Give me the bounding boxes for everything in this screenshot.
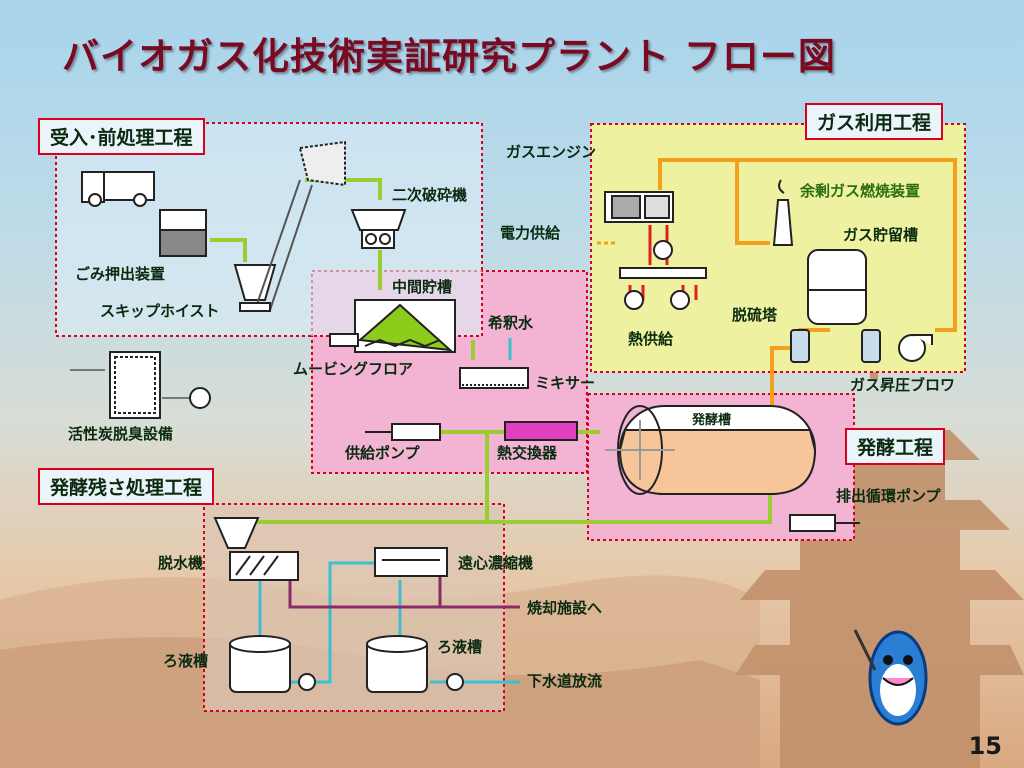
label-gas-blower: ガス昇圧ブロワ bbox=[850, 376, 956, 394]
fermenter-icon bbox=[605, 405, 817, 495]
label-secondary-crusher: 二次破砕機 bbox=[392, 186, 468, 204]
label-discharge-pump: 排出循環ポンプ bbox=[836, 487, 941, 505]
label-desulfurizer: 脱硫塔 bbox=[732, 306, 778, 324]
section-header-gas-use: ガス利用工程 bbox=[805, 103, 944, 140]
label-filtrate-tank-2: ろ液槽 bbox=[437, 638, 483, 656]
discharge-pump-icon bbox=[789, 514, 860, 532]
mascot-icon bbox=[853, 629, 928, 726]
garbage-truck-icon bbox=[81, 171, 155, 207]
label-sewer-discharge: 下水道放流 bbox=[527, 672, 603, 690]
label-heat-exchanger: 熱交換器 bbox=[497, 444, 558, 462]
label-intermediate-tank: 中間貯槽 bbox=[392, 278, 453, 296]
dehydrator-icon bbox=[213, 517, 299, 581]
label-carbon-deodorizer: 活性炭脱臭設備 bbox=[68, 425, 174, 443]
label-filtrate-tank-1: ろ液槽 bbox=[163, 652, 209, 670]
label-skip-hoist: スキップホイスト bbox=[100, 302, 220, 320]
flare-stack-icon bbox=[772, 179, 794, 246]
label-power-supply: 電力供給 bbox=[500, 224, 561, 242]
label-mixer: ミキサー bbox=[535, 374, 596, 392]
label-dehydrator: 脱水機 bbox=[158, 554, 204, 572]
filtrate-tank-icon bbox=[229, 635, 464, 693]
label-centrifuge-thickener: 遠心濃縮機 bbox=[458, 554, 534, 572]
gas-engine-icon bbox=[604, 191, 707, 310]
intermediate-tank-icon bbox=[329, 299, 456, 353]
gas-holder-icon bbox=[807, 249, 867, 325]
feed-pump-icon bbox=[365, 423, 441, 441]
page-number: 15 bbox=[968, 732, 1002, 760]
label-heat-supply: 熱供給 bbox=[628, 330, 674, 348]
page-title: バイオガス化技術実証研究プラント フロー図 bbox=[62, 35, 836, 78]
skip-hoist-icon bbox=[233, 140, 346, 312]
mixer-icon bbox=[459, 338, 529, 389]
label-to-incinerator: 焼却施設へ bbox=[527, 599, 603, 617]
section-header-residue: 発酵残さ処理工程 bbox=[38, 468, 215, 505]
label-waste-pusher: ごみ押出装置 bbox=[75, 265, 166, 283]
label-dilution-water: 希釈水 bbox=[488, 314, 534, 332]
label-gas-engine: ガスエンジン bbox=[506, 143, 597, 161]
gas-blower-icon bbox=[898, 334, 933, 362]
label-moving-floor: ムービングフロア bbox=[293, 360, 414, 378]
heat-exchanger-icon bbox=[504, 421, 578, 441]
section-header-pretreatment: 受入･前処理工程 bbox=[38, 118, 205, 155]
receiving-pit-icon bbox=[159, 209, 207, 257]
carbon-deodorizer-icon bbox=[70, 351, 211, 419]
crusher-icon bbox=[350, 209, 407, 249]
label-fermenter: 発酵槽 bbox=[692, 413, 732, 428]
section-header-fermentation: 発酵工程 bbox=[845, 428, 946, 465]
centrifuge-icon bbox=[374, 547, 448, 577]
label-surplus-gas-burner: 余剰ガス燃焼装置 bbox=[800, 182, 921, 200]
label-gas-holder: ガス貯留槽 bbox=[843, 226, 919, 244]
desulfurizer-icon bbox=[790, 329, 881, 363]
label-feed-pump: 供給ポンプ bbox=[345, 444, 420, 462]
